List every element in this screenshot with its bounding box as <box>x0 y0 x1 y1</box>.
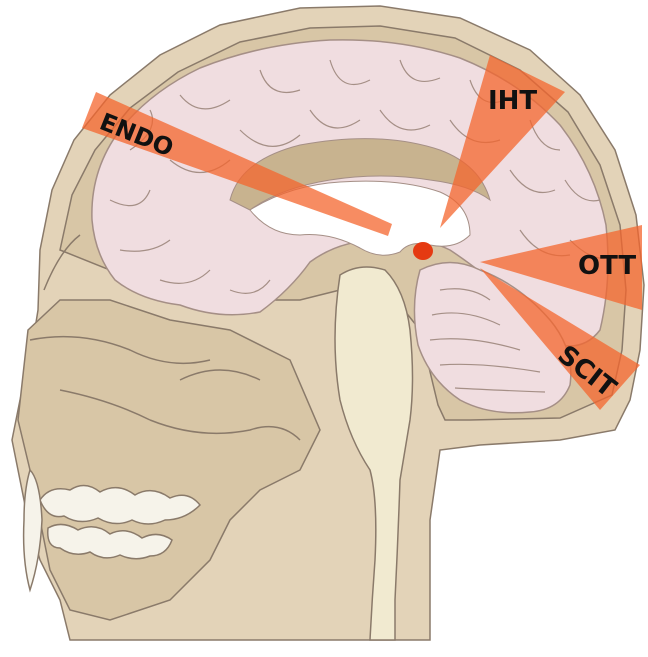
ott-label: OTT <box>578 251 636 281</box>
iht-label: IHT <box>488 86 537 116</box>
lesion-marker <box>413 242 433 260</box>
